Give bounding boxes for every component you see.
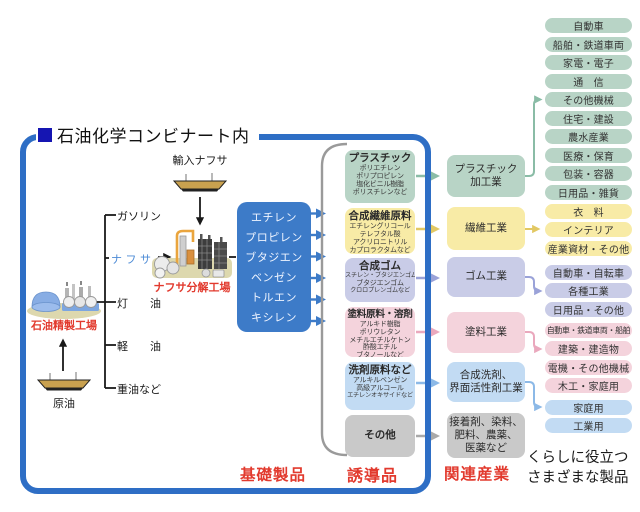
industry-box: 塗料工業 [447, 312, 525, 353]
product-pill-group: 家庭用工業用 [545, 399, 632, 433]
refinery-label: 石油精製工場 [31, 319, 97, 332]
product-pill: 通 信 [545, 73, 632, 89]
product-pill-group: 衣 料インテリア産業資材・その他 [545, 203, 632, 256]
base-products-label: 基礎製品 [240, 466, 307, 484]
product-pill: 家電・電子 [545, 55, 632, 70]
derivative-item: ポリエチレン [359, 164, 401, 173]
derivative-box: その他 [345, 415, 415, 457]
product-pill: 家庭用 [545, 399, 632, 415]
refinery-output-label: 軽 油 [117, 340, 161, 353]
title-text: 石油化学コンビナート内 [57, 127, 250, 147]
industry-product-connectors [524, 95, 543, 412]
refinery-output-bracket [92, 214, 116, 389]
derivative-item: ポリプロピレン [356, 171, 404, 180]
product-pill: 船舶・鉄道車両 [545, 36, 632, 52]
base-chemical-label: トルエン [251, 291, 297, 304]
product-pill: 電機・その他機械 [545, 359, 632, 375]
product-pill: 日用品・その他 [545, 301, 632, 317]
product-pill: 各種工業 [545, 283, 632, 298]
refinery-output-label: ガソリン [117, 210, 161, 223]
cracker-factory-illustration [152, 229, 232, 279]
derivative-box: 合成ゴムスチレン・ブタジエンゴムブタジエンゴムクロロプレンゴムなど [345, 258, 415, 302]
imported-naphtha-label: 輸入ナフサ [172, 154, 228, 167]
products-caption: くらしに役立つ さまざまな製品 [527, 450, 629, 486]
derivative-item: エチレングリコール [349, 222, 411, 231]
product-pill: 産業資材・その他 [545, 240, 632, 256]
industry-box: 繊維工業 [447, 207, 525, 250]
product-pill-group: 自動車船舶・鉄道車両家電・電子通 信その他機械住宅・建設農水産業医療・保育包装・… [545, 18, 632, 200]
product-pill: その他機械 [545, 92, 632, 107]
derivative-item: エチレンオキサイドなど [347, 391, 413, 399]
product-pill: 日用品・雑貨 [545, 184, 632, 200]
derivative-item: カプロラクタムなど [349, 245, 411, 254]
base-chemical-label: ベンゼン [251, 271, 297, 284]
product-pill: 農水産業 [545, 129, 632, 144]
refinery-output-label: 重油など [117, 383, 161, 396]
base-chemical-label: ブタジエン [245, 251, 303, 264]
derivative-item: テレフタル酸 [359, 229, 401, 238]
derivative-item: ポリウレタン [359, 327, 401, 336]
derivative-item: ブタジエンゴム [356, 279, 404, 288]
derivative-item: アルキルベンゼン [352, 376, 408, 385]
product-pill-group: 自動車・自転車各種工業日用品・その他 [545, 264, 632, 317]
derivative-title: プラスチック [348, 152, 412, 164]
derivatives-bracket [320, 142, 348, 457]
derivative-item: ブタノールなど [356, 351, 404, 357]
derivative-title: 合成繊維原料 [348, 210, 412, 222]
refinery-illustration [27, 281, 101, 319]
product-pill: 衣 料 [545, 203, 632, 219]
product-pill: 工業用 [545, 418, 632, 433]
derivative-item: スチレン・ブタジエンゴム [345, 272, 415, 280]
industry-box: プラスチック 加工業 [447, 155, 525, 197]
derivative-title: その他 [364, 429, 396, 442]
derivative-title: 洗剤原料など [348, 364, 412, 376]
industry-box: 接着剤、染料、 肥料、農薬、 医薬など [447, 413, 525, 458]
derivative-box: 塗料原料・溶剤アルキド樹脂ポリウレタンメチルエチルケトン酢酸エチルブタノールなど [345, 307, 415, 357]
derivative-item: 塩化ビニル樹脂 [356, 179, 404, 188]
base-chemical-label: プロピレン [245, 231, 303, 244]
crude-oil-label: 原油 [53, 397, 75, 410]
base-chemicals-box: エチレンプロピレンブタジエンベンゼントルエンキシレン [237, 202, 311, 332]
derivative-title: 塗料原料・溶剤 [347, 309, 413, 320]
imported-naphtha-ship-icon [172, 173, 228, 192]
derivative-item: アクリロニトリル [352, 237, 408, 246]
diagram-title: 石油化学コンビナート内 [36, 122, 259, 147]
derivative-industry-arrows [416, 170, 441, 442]
refinery-output-label: ナ フ サ [111, 253, 151, 266]
product-pill: 包装・容器 [545, 166, 632, 181]
product-pill: 建築・建造物 [545, 341, 632, 356]
base-chemical-label: エチレン [251, 211, 297, 224]
cracker-label: ナフサ分解工場 [153, 281, 231, 294]
product-pill: インテリア [545, 222, 632, 237]
derivative-box: 合成繊維原料エチレングリコールテレフタル酸アクリロニトリルカプロラクタムなど [345, 208, 415, 254]
product-pill: 住宅・建設 [545, 110, 632, 126]
derivative-item: クロロプレンゴムなど [350, 286, 410, 294]
crude-oil-ship-icon [36, 372, 92, 391]
derivative-box: プラスチックポリエチレンポリプロピレン塩化ビニル樹脂ポリスチレンなど [345, 150, 415, 203]
product-pill: 医療・保育 [545, 147, 632, 163]
derivative-item: ポリスチレンなど [352, 187, 408, 196]
derivative-title: 合成ゴム [359, 260, 401, 272]
derivative-item: アルキド樹脂 [359, 319, 401, 328]
product-pill: 自動車・鉄道車両・船舶 [545, 322, 632, 338]
derivative-box: 洗剤原料などアルキルベンゼン高級アルコールエチレンオキサイドなど [345, 362, 415, 410]
product-pill: 自動車・自転車 [545, 264, 632, 280]
base-chemical-label: キシレン [251, 311, 297, 324]
derivative-item: 高級アルコール [356, 383, 404, 392]
derivative-item: メチルエチルケトン [349, 335, 411, 344]
related-industries-label: 関連産業 [444, 465, 511, 483]
title-square-icon [38, 127, 52, 142]
product-pill-group: 自動車・鉄道車両・船舶建築・建造物電機・その他機械木工・家庭用 [545, 322, 632, 393]
derivatives-label: 誘導品 [347, 466, 399, 485]
product-pill: 自動車 [545, 18, 632, 33]
product-pill: 木工・家庭用 [545, 378, 632, 393]
refinery-output-label: 灯 油 [117, 297, 161, 310]
derivative-item: 酢酸エチル [363, 343, 397, 352]
industry-box: 合成洗剤、 界面活性剤工業 [447, 362, 525, 402]
industry-box: ゴム工業 [447, 257, 525, 297]
